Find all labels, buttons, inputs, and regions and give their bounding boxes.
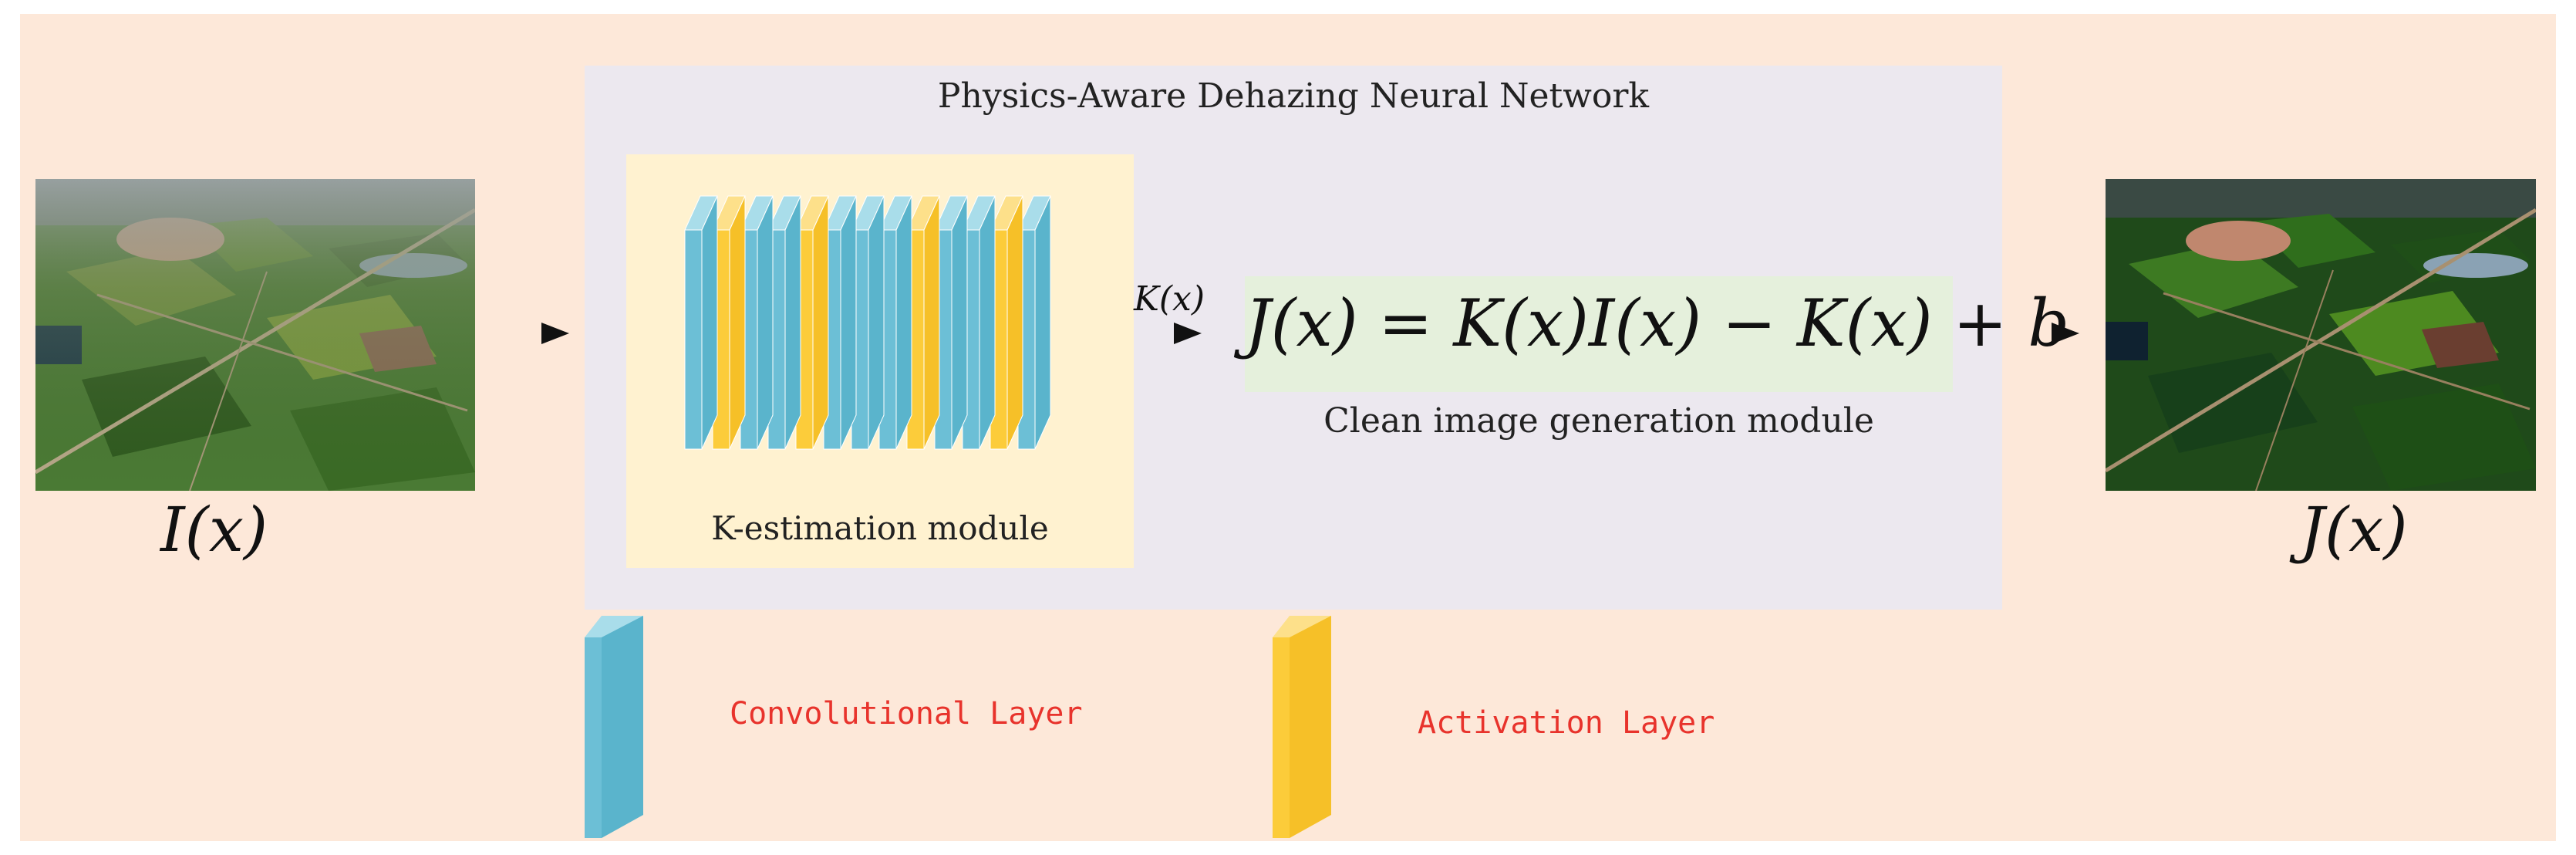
- clean-image-generation-label: Clean image generation module: [1323, 401, 1874, 441]
- legend-activation-swatch: [1273, 616, 1331, 838]
- input-arrow: [541, 323, 569, 344]
- legend-conv-label: Convolutional Layer: [730, 696, 1083, 732]
- k-estimation-module: K-estimation module: [626, 154, 1134, 568]
- legend-activation-label: Activation Layer: [1418, 705, 1715, 741]
- conv-layer-block: [684, 195, 718, 450]
- k-estimation-label: K-estimation module: [711, 509, 1049, 547]
- network-title: Physics-Aware Dehazing Neural Network: [937, 76, 1650, 116]
- output-arrow: [2052, 323, 2079, 344]
- input-hazy-image: [35, 179, 475, 491]
- k-arrow: [1174, 323, 1202, 344]
- legend-conv-swatch: [585, 616, 643, 838]
- output-image-label: J(x): [2300, 494, 2408, 566]
- equation: J(x) = K(x)I(x) − K(x) + b: [1245, 286, 2070, 361]
- layer-stack: [684, 195, 1051, 450]
- k-edge-label: K(x): [1134, 279, 1205, 319]
- input-image-label: I(x): [160, 494, 268, 566]
- equation-box: J(x) = K(x)I(x) − K(x) + b: [1245, 276, 2070, 392]
- output-dehazed-image: [2106, 179, 2536, 491]
